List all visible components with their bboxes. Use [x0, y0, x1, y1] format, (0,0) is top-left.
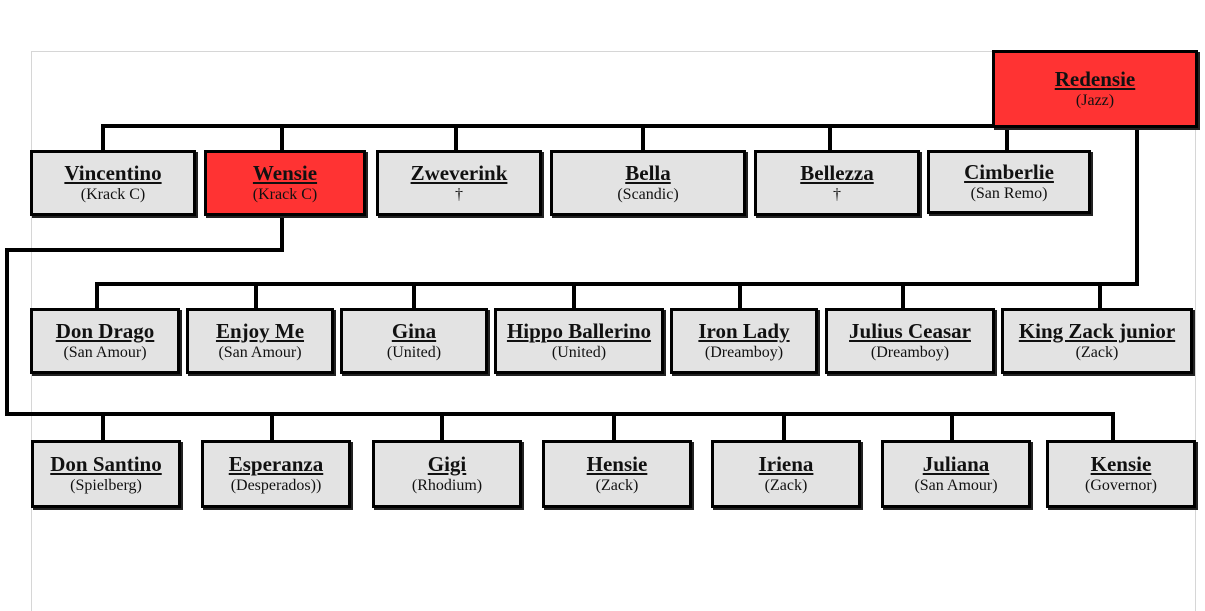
node-name: Vincentino [64, 160, 162, 185]
connector-row3-drop [440, 412, 444, 442]
connector-row3-drop [1111, 412, 1115, 442]
node-wensie: Wensie (Krack C) [204, 150, 366, 216]
node-sire: (Spielberg) [70, 476, 142, 494]
node-sire: (Zack) [764, 476, 808, 494]
connector-row1-drop [280, 124, 284, 152]
connector-row2-drop [412, 282, 416, 310]
connector-row2-drop [738, 282, 742, 310]
node-sire: (Governor) [1085, 476, 1157, 494]
node-deceased: † [833, 185, 841, 203]
connector-row1-drop [828, 124, 832, 152]
node-sire: (Krack C) [80, 185, 146, 203]
connector-row2-drop [254, 282, 258, 310]
node-sire: (San Amour) [63, 343, 147, 361]
node-name: Iron Lady [698, 318, 790, 343]
node-don-santino: Don Santino (Spielberg) [31, 440, 181, 508]
connector-row3-drop [270, 412, 274, 442]
node-juliana: Juliana (San Amour) [881, 440, 1031, 508]
connector-row3-bus [5, 412, 1115, 416]
node-gina: Gina (United) [340, 308, 488, 374]
node-don-drago: Don Drago (San Amour) [30, 308, 180, 374]
node-name: Iriena [758, 451, 814, 476]
node-sire: (Dreamboy) [704, 343, 784, 361]
node-sire: (San Amour) [914, 476, 998, 494]
node-name: Hensie [586, 451, 648, 476]
node-sire: (United) [551, 343, 607, 361]
node-gigi: Gigi (Rhodium) [372, 440, 522, 508]
root-node-redensie: Redensie (Jazz) [992, 50, 1198, 128]
node-enjoy-me: Enjoy Me (San Amour) [186, 308, 334, 374]
node-name: Don Santino [50, 451, 162, 476]
node-name: Bellezza [800, 160, 874, 185]
connector-row1-drop [101, 124, 105, 152]
node-sire: (Krack C) [252, 185, 318, 203]
node-name: Juliana [922, 451, 990, 476]
node-sire: (Rhodium) [411, 476, 483, 494]
node-bellezza: Bellezza † [754, 150, 920, 216]
node-hensie: Hensie (Zack) [542, 440, 692, 508]
node-sire: (San Remo) [970, 184, 1048, 202]
node-sire: (Scandic) [617, 185, 679, 203]
node-julius-ceasar: Julius Ceasar (Dreamboy) [825, 308, 995, 374]
node-vincentino: Vincentino (Krack C) [30, 150, 196, 216]
node-name: Redensie [1054, 66, 1136, 91]
connector-wensie-left [5, 248, 284, 252]
node-king-zack-junior: King Zack junior (Zack) [1001, 308, 1193, 374]
node-sire: (Dreamboy) [870, 343, 950, 361]
node-name: Gigi [427, 451, 467, 476]
connector-row3-drop [782, 412, 786, 442]
connector-row1-drop [1005, 124, 1009, 152]
node-sire: (United) [386, 343, 442, 361]
connector-row2-drop [1098, 282, 1102, 310]
node-name: Julius Ceasar [849, 318, 971, 343]
connector-root-down [1135, 126, 1139, 286]
connector-row2-drop [901, 282, 905, 310]
connector-wensie-side [5, 248, 9, 416]
node-name: Kensie [1090, 451, 1152, 476]
node-name: Cimberlie [964, 159, 1054, 184]
connector-row3-drop [101, 412, 105, 442]
node-kensie: Kensie (Governor) [1046, 440, 1196, 508]
node-iron-lady: Iron Lady (Dreamboy) [670, 308, 818, 374]
connector-row2-drop [95, 282, 99, 310]
node-name: Hippo Ballerino [506, 318, 652, 343]
node-sire: (Zack) [595, 476, 639, 494]
node-iriena: Iriena (Zack) [711, 440, 861, 508]
node-hippo-ballerino: Hippo Ballerino (United) [494, 308, 664, 374]
node-sire: (Desperados)) [230, 476, 322, 494]
node-sire: (Jazz) [1075, 91, 1115, 109]
node-deceased: † [455, 185, 463, 203]
connector-row1-drop [641, 124, 645, 152]
node-name: Zweverink [410, 160, 508, 185]
connector-row1-drop [454, 124, 458, 152]
connector-row1-bus [101, 124, 996, 128]
node-name: Gina [391, 318, 437, 343]
connector-row2-drop [572, 282, 576, 310]
connector-row3-drop [612, 412, 616, 442]
node-name: King Zack junior [1018, 318, 1176, 343]
node-name: Esperanza [228, 451, 324, 476]
connector-row3-drop [950, 412, 954, 442]
connector-row2-bus [95, 282, 1139, 286]
node-sire: (San Amour) [218, 343, 302, 361]
node-zweverink: Zweverink † [376, 150, 542, 216]
node-cimberlie: Cimberlie (San Remo) [927, 150, 1091, 214]
connector-wensie-down [280, 215, 284, 252]
node-bella: Bella (Scandic) [550, 150, 746, 216]
node-name: Wensie [252, 160, 318, 185]
node-name: Bella [625, 160, 671, 185]
node-esperanza: Esperanza (Desperados)) [201, 440, 351, 508]
node-name: Enjoy Me [215, 318, 305, 343]
node-sire: (Zack) [1075, 343, 1119, 361]
node-name: Don Drago [55, 318, 155, 343]
